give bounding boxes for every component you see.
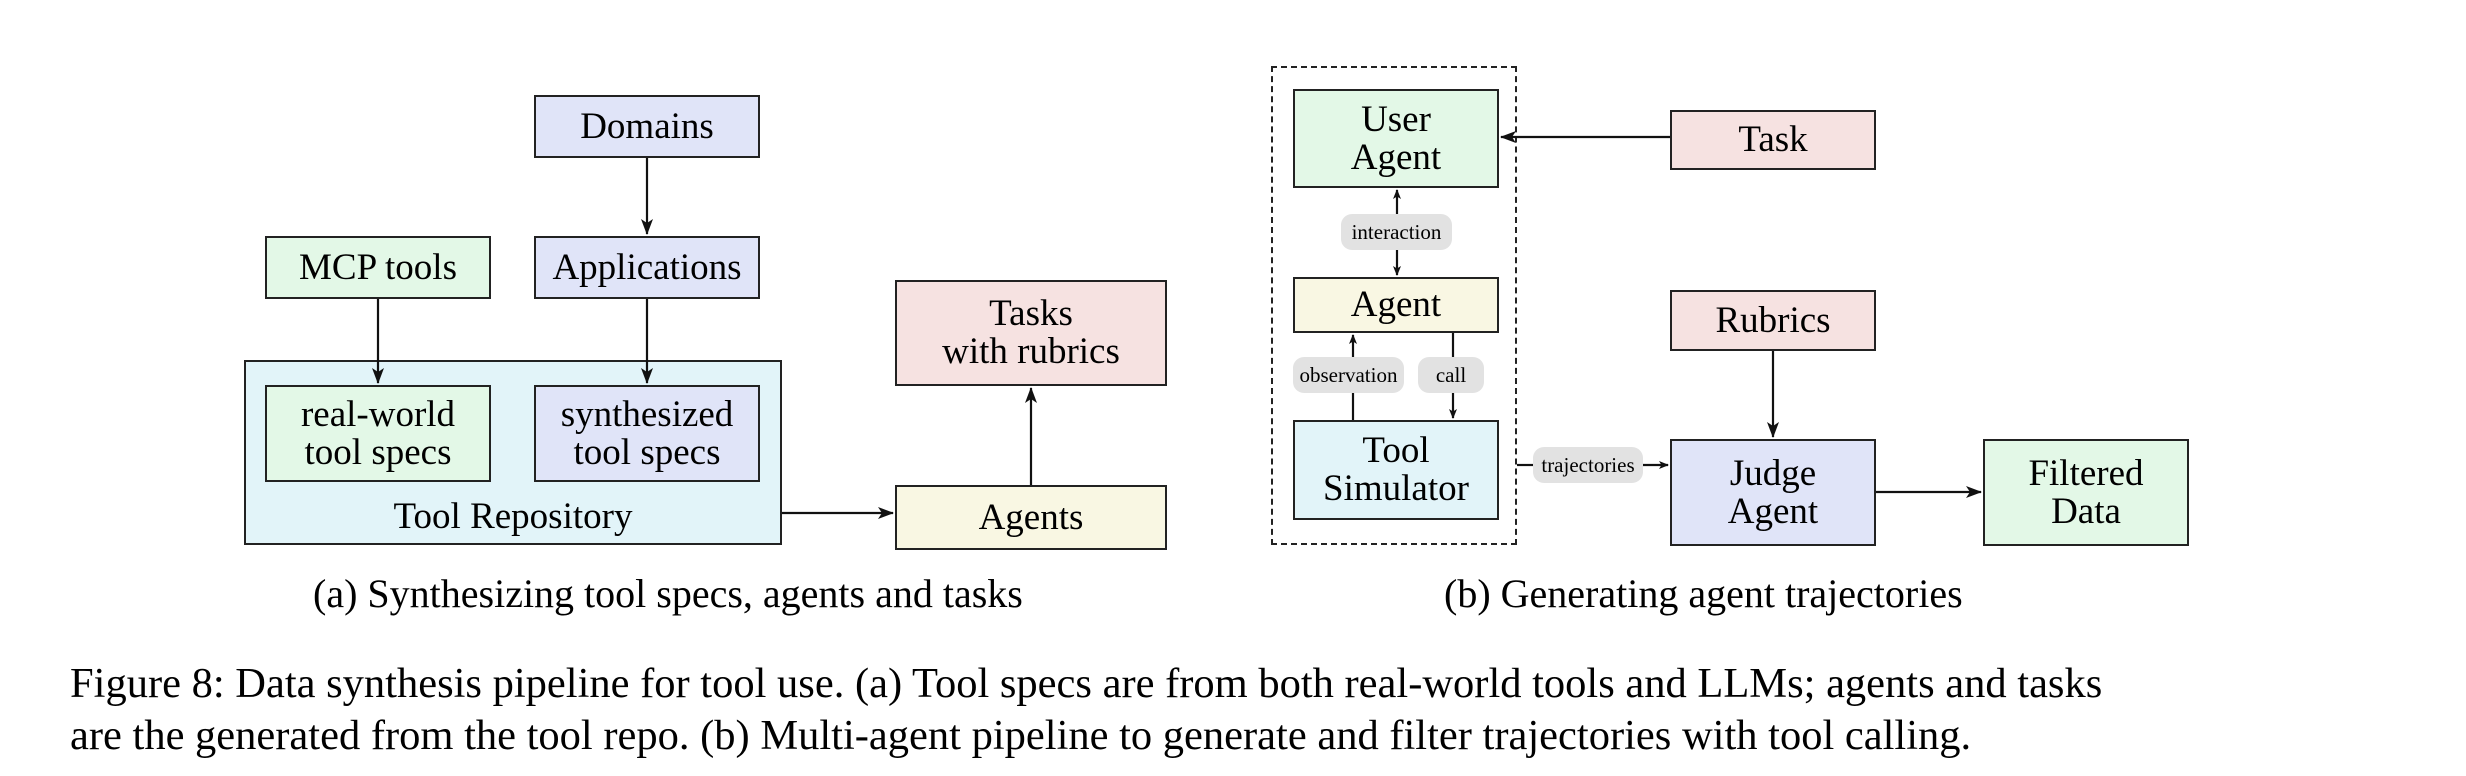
figure-caption-line-1: Figure 8: Data synthesis pipeline for to… [70,660,2103,707]
interaction-edge-label: interaction [1341,214,1452,250]
agents-node: Agents [895,485,1167,550]
applications-node: Applications [534,236,760,299]
domains-node: Domains [534,95,760,158]
subcaption-b: (b) Generating agent trajectories [1444,571,1963,616]
rubrics-node: Rubrics [1670,290,1876,351]
filtered-data-node: Filtered Data [1983,439,2189,546]
observation-edge-label: observation [1293,357,1404,393]
subcaption-a: (a) Synthesizing tool specs, agents and … [313,571,1023,616]
simulation-group-boundary [1271,66,1517,545]
tool-simulator-node: Tool Simulator [1293,420,1499,520]
trajectories-edge-label: trajectories [1533,447,1643,483]
call-edge-label: call [1418,357,1484,393]
tool-repository-label: Tool Repository [393,496,633,537]
real-world-tool-specs-node: real-world tool specs [265,385,491,482]
agent-node: Agent [1293,277,1499,333]
task-node: Task [1670,110,1876,170]
figure-caption-line-2: are the generated from the tool repo. (b… [70,712,1972,759]
tasks-with-rubrics-node: Tasks with rubrics [895,280,1167,386]
user-agent-node: User Agent [1293,89,1499,188]
mcp-tools-node: MCP tools [265,236,491,299]
synthesized-tool-specs-node: synthesized tool specs [534,385,760,482]
judge-agent-node: Judge Agent [1670,439,1876,546]
